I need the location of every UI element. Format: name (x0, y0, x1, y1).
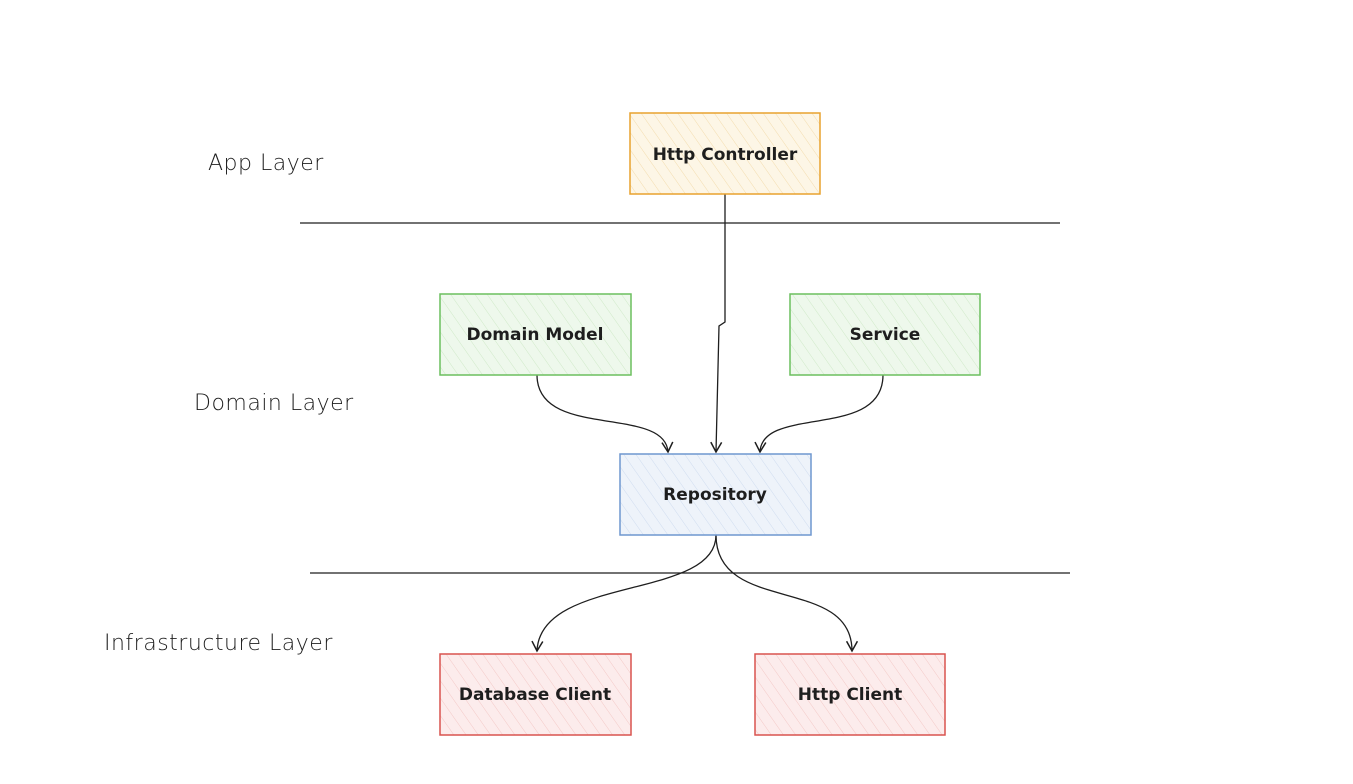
node-http-controller[interactable]: Http Controller (629, 112, 821, 195)
edge-controller-to-repository (710, 194, 726, 454)
node-domain-model-label: Domain Model (467, 325, 604, 345)
node-http-client[interactable]: Http Client (754, 653, 946, 736)
node-service-label: Service (850, 325, 921, 345)
edge-repository-to-http-client (715, 534, 859, 653)
node-service[interactable]: Service (789, 293, 981, 376)
node-repository[interactable]: Repository (619, 453, 812, 536)
node-http-client-label: Http Client (798, 685, 902, 705)
node-domain-model[interactable]: Domain Model (439, 293, 632, 376)
edge-service-to-repository (754, 374, 884, 454)
node-http-controller-label: Http Controller (653, 145, 798, 165)
infrastructure-layer-label: Infrastructure Layer (104, 631, 333, 656)
node-database-client-label: Database Client (459, 685, 611, 705)
app-layer-label: App Layer (208, 151, 324, 176)
domain-layer-label: Domain Layer (194, 391, 354, 416)
edge-domain-model-to-repository (536, 374, 674, 454)
node-database-client[interactable]: Database Client (439, 653, 632, 736)
node-repository-label: Repository (663, 485, 767, 505)
edge-repository-to-database-client (531, 534, 717, 653)
